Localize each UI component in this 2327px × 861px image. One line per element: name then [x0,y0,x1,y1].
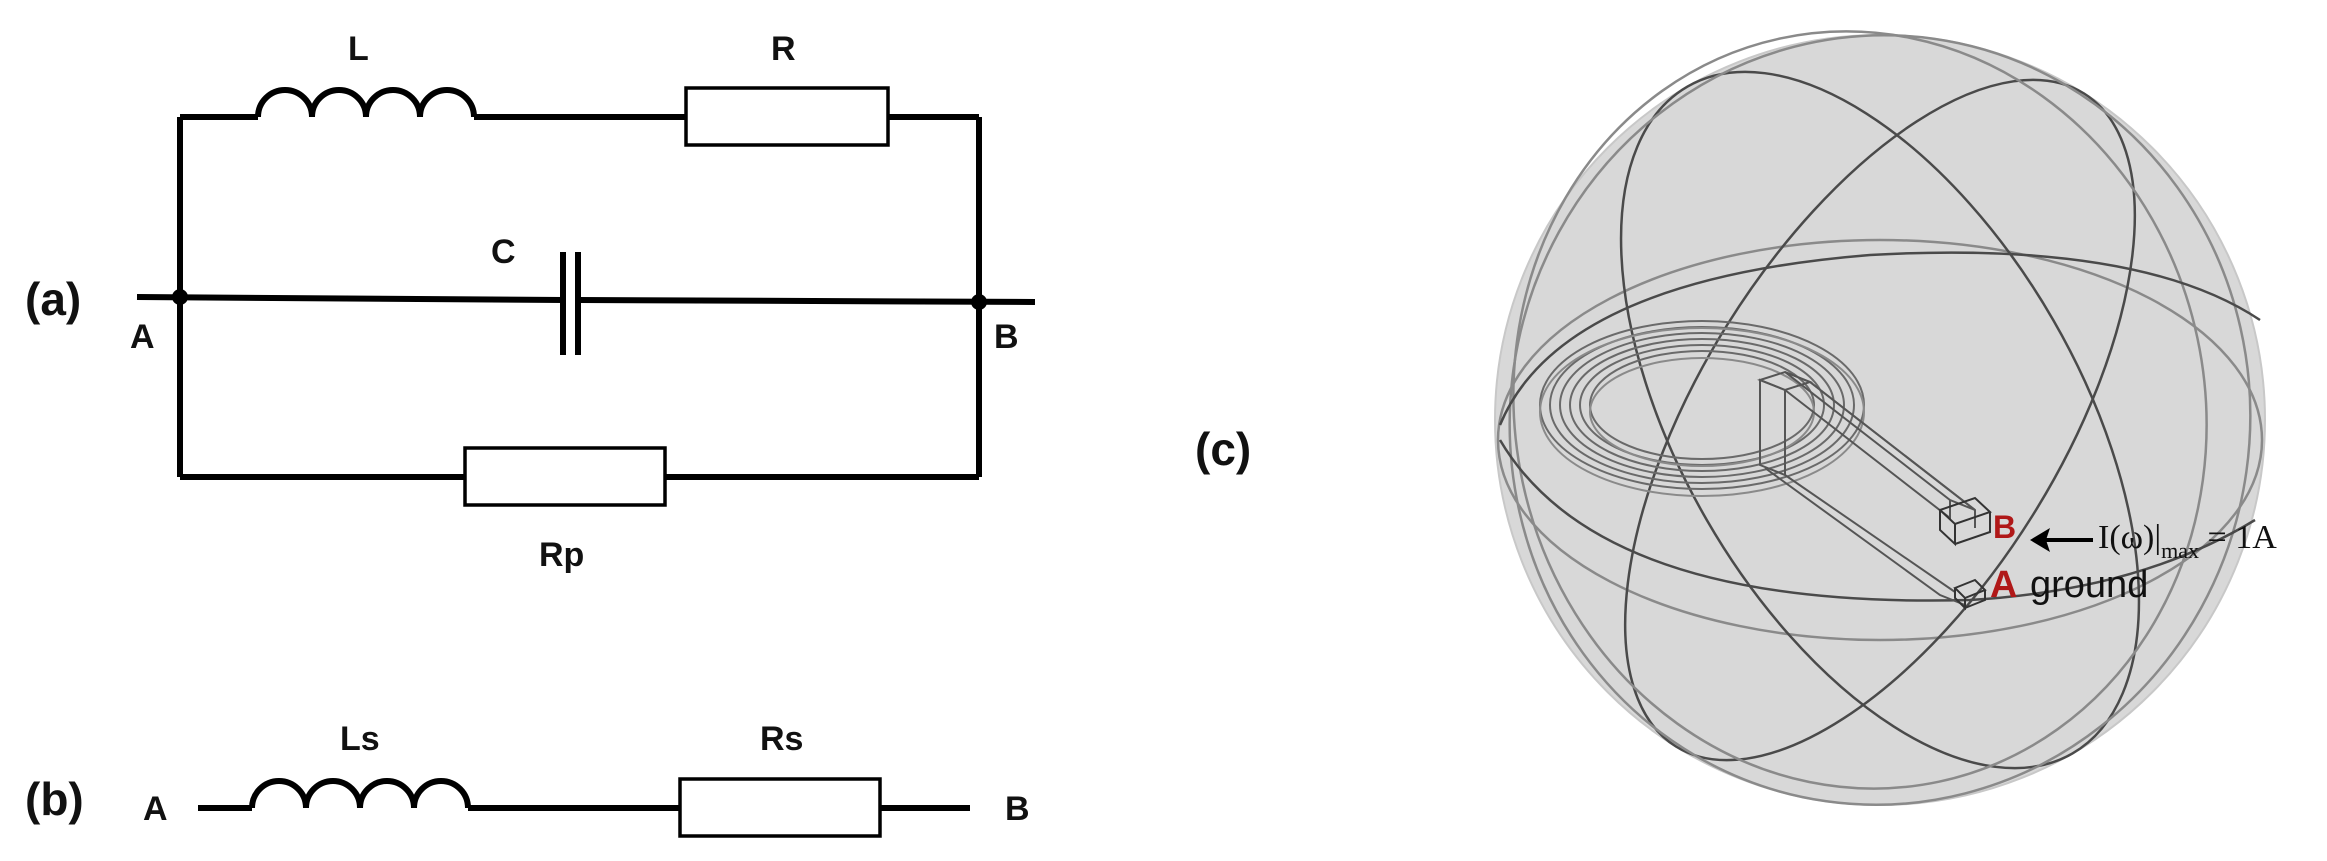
feed-leads [1757,370,1992,611]
current-subscript: max [2161,538,2199,563]
panel-c-model: (c) [1195,30,2277,806]
node-b-label-b: B [1005,790,1030,828]
current-value: = 1A [2199,519,2277,556]
inductor-l-label: L [348,30,369,68]
ground-label: ground [2030,564,2148,606]
panel-b-tag: (b) [25,773,84,825]
resistor-r-body [684,86,890,147]
sphere-equator-ellipse [1496,238,2264,642]
current-main: I(ω)| [2098,519,2161,556]
panel-c-tag: (c) [1195,423,1251,475]
node-b-junction [971,294,987,310]
panel-b-circuit: (b) Ls Rs A B [25,720,1030,838]
inductor-l-coil [255,87,477,118]
sphere-meridian-inner [1512,30,2208,790]
node-a-label-b: A [143,790,168,828]
node-a-label: A [130,318,155,356]
panel-a-circuit: (a) L R C Rp A B [25,30,1036,574]
inductor-ls-coil [249,778,471,809]
terminal-b-label: B [1993,509,2016,545]
sphere-meridian-left [1623,78,2137,762]
resistor-rs-body [678,777,882,838]
sphere-meridian-right [1619,70,2141,770]
middle-wire-left [136,294,564,303]
terminal-a-label: A [1990,564,2017,606]
inductor-ls-label: Ls [340,720,380,758]
resistor-rp-body [463,446,667,507]
resistor-rp-label: Rp [539,536,584,574]
resistor-r-label: R [771,30,796,68]
current-arrow-head [2030,528,2050,552]
sphere-upper-arc [1498,251,2261,426]
node-a-junction [172,289,188,305]
panel-a-tag: (a) [25,273,81,325]
capacitor-c-label: C [491,233,516,271]
node-b-label: B [994,318,1019,356]
resistor-rs-label: Rs [760,720,803,758]
middle-wire-right [577,297,1036,305]
air-domain-sphere [1494,34,2266,806]
sphere-lower-arc [1498,439,2256,602]
current-annotation: I(ω)|max = 1A [2098,519,2277,563]
